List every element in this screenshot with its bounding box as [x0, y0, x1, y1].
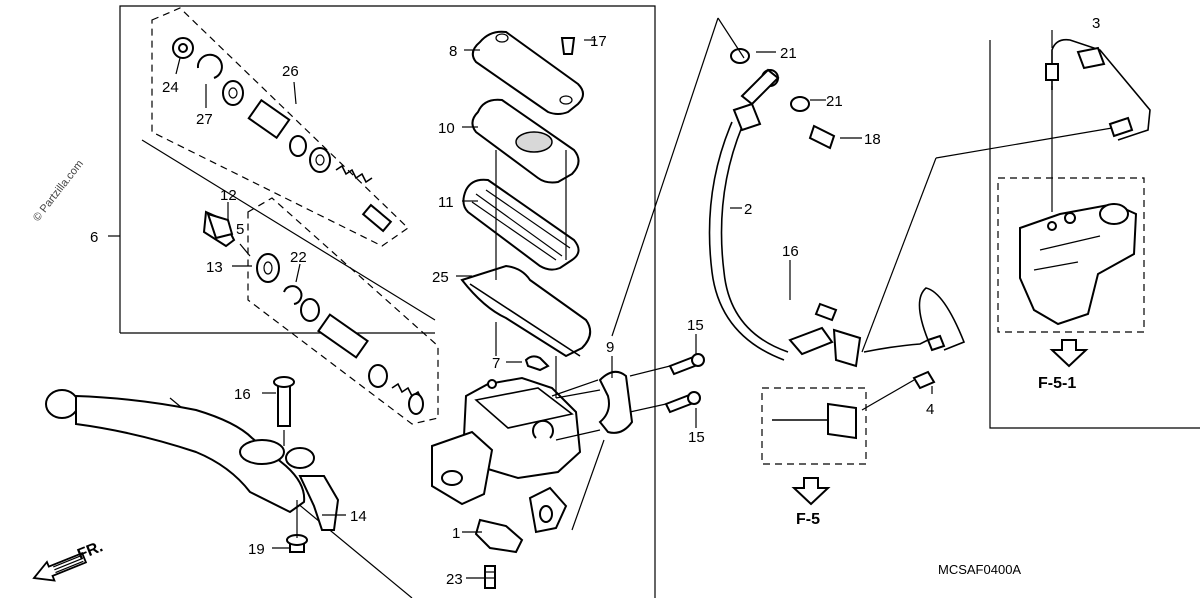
callout-24: 24 — [162, 79, 179, 96]
callout-21-upper: 21 — [780, 45, 797, 62]
callout-27: 27 — [196, 111, 213, 128]
f51-down-arrow — [1049, 339, 1089, 368]
abs-pipe-3 — [1045, 38, 1151, 212]
piston-kit-box-upper — [151, 7, 409, 247]
callout-18: 18 — [864, 131, 881, 148]
abs-modulator-unit — [1019, 202, 1138, 326]
callout-21-lower: 21 — [826, 93, 843, 110]
diagram-code: MCSAF0400A — [938, 562, 1021, 577]
callout-15-lower: 15 — [688, 429, 705, 446]
reservoir-cap-parts — [460, 30, 592, 358]
holder-and-bolts — [555, 353, 705, 441]
f5-down-arrow — [791, 477, 831, 506]
callout-1: 1 — [452, 525, 460, 542]
front-direction-label: FR. — [75, 538, 105, 563]
callout-4: 4 — [926, 401, 934, 418]
piston-upper-parts — [172, 37, 393, 233]
callout-11: 11 — [438, 194, 454, 211]
small-screws — [206, 37, 576, 372]
piston-lower-parts — [202, 210, 424, 415]
front-direction-arrow — [32, 551, 88, 582]
callout-16: 16 — [234, 386, 251, 403]
callout-ticks — [108, 30, 1053, 579]
callout-26: 26 — [282, 63, 299, 80]
leader-lines — [283, 17, 1113, 538]
callout-20: 19 — [248, 541, 265, 558]
callout-7: 7 — [492, 355, 500, 372]
frame-diagonal-line — [141, 139, 436, 321]
f5-box-part — [772, 402, 857, 440]
f5-reference-label: F-5 — [796, 511, 820, 528]
callout-8: 8 — [449, 43, 457, 60]
callout-22: 22 — [290, 249, 307, 266]
callout-14: 14 — [350, 508, 367, 525]
master-cylinder-body — [431, 376, 582, 534]
callout-9: 9 — [606, 339, 614, 356]
callout-3: 3 — [1092, 15, 1100, 32]
callout-13: 13 — [206, 259, 223, 276]
callout-labels: 17 8 10 11 25 21 21 18 2 16 15 15 9 7 1 … — [90, 15, 1100, 588]
callout-23: 23 — [446, 571, 463, 588]
callout-15-upper: 15 — [687, 317, 704, 334]
callout-12: 12 — [220, 187, 237, 204]
f51-reference-label: F-5-1 — [1038, 375, 1076, 392]
callout-25: 25 — [432, 269, 449, 286]
callout-10: 10 — [438, 120, 455, 137]
callout-19: 17 — [590, 33, 607, 50]
piston-kit-box-lower — [247, 197, 439, 425]
callout-2: 2 — [744, 201, 752, 218]
f5-ref-box — [761, 387, 867, 465]
brake-hose — [708, 48, 862, 368]
abs-panel-frame — [989, 40, 1200, 429]
callout-6: 6 — [90, 229, 98, 246]
callout-17: 16 — [782, 243, 799, 260]
reservoir-frame — [119, 5, 656, 598]
brake-pipe-4 — [861, 287, 966, 411]
callout-5: 5 — [236, 221, 244, 238]
brake-lever — [45, 376, 340, 553]
brake-switch-part — [474, 518, 524, 589]
watermark-text: © Partzilla.com — [31, 158, 86, 224]
abs-modulator-box — [997, 177, 1145, 333]
